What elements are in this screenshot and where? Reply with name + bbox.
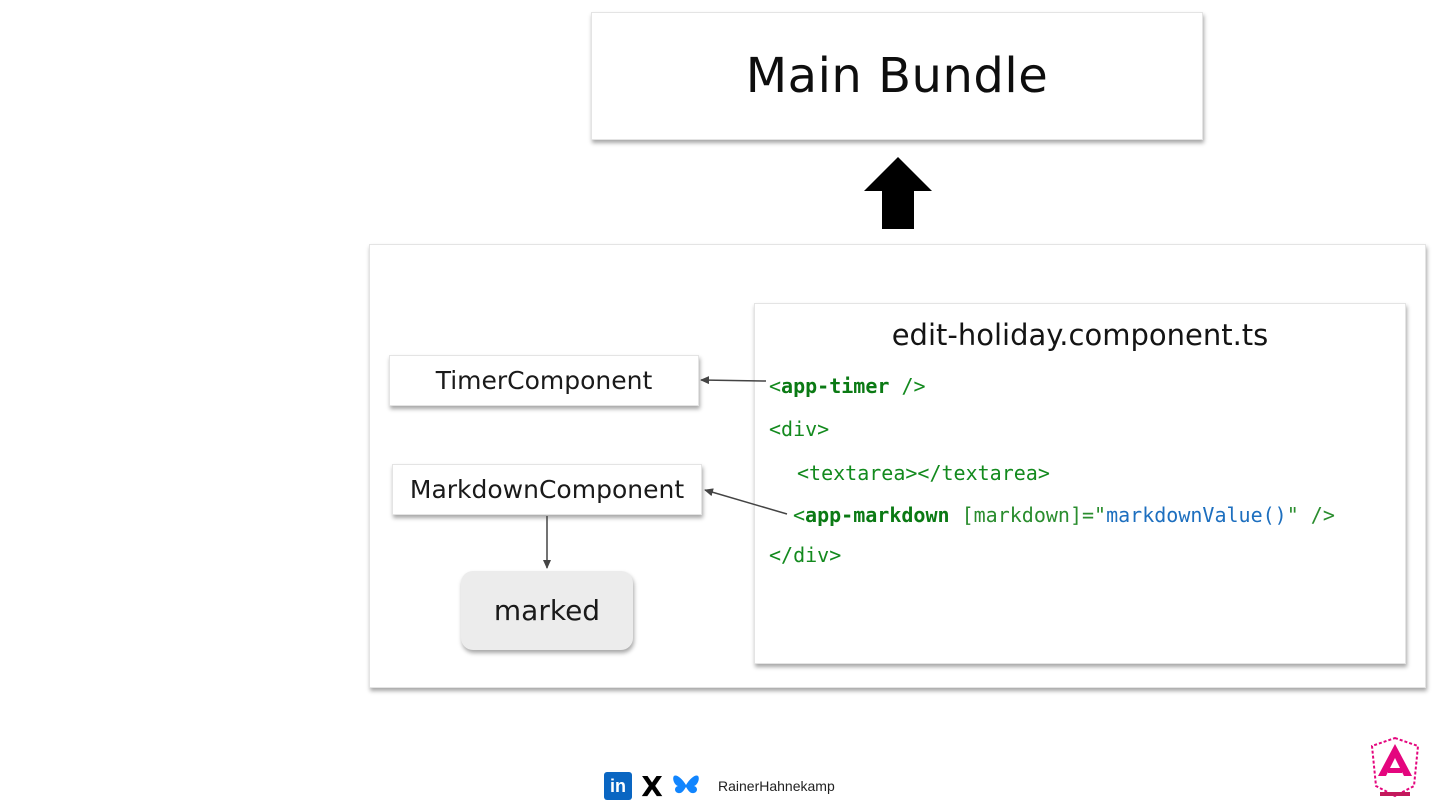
code-file-title: edit-holiday.component.ts [891, 318, 1269, 352]
main-bundle-box: Main Bundle [591, 12, 1203, 140]
markdown-component-box: MarkdownComponent [392, 464, 702, 515]
x-icon[interactable]: X [641, 769, 663, 803]
timer-component-box: TimerComponent [389, 355, 699, 406]
code-line-textarea: <textarea></textarea> [797, 461, 1050, 485]
code-line-app-markdown: <app-markdown [markdown]="markdownValue(… [793, 503, 1335, 527]
linkedin-icon[interactable]: in [604, 772, 632, 800]
marked-library-box: marked [461, 571, 633, 650]
code-file-box: edit-holiday.component.ts <app-timer /> … [754, 303, 1406, 664]
code-line-div-close: </div> [769, 543, 842, 567]
code-line-app-timer: <app-timer /> [769, 374, 926, 398]
code-line-div-open: <div> [769, 417, 830, 441]
marked-library-label: marked [493, 594, 601, 627]
main-bundle-label: Main Bundle [745, 48, 1049, 104]
footer: in X RainerHahnekamp [604, 769, 835, 803]
bluesky-icon[interactable] [672, 772, 700, 800]
author-name: RainerHahnekamp [718, 778, 835, 794]
markdown-component-label: MarkdownComponent [409, 475, 685, 504]
timer-component-label: TimerComponent [435, 366, 653, 395]
up-arrow-icon [864, 157, 932, 229]
angular-architects-logo [1370, 736, 1420, 798]
